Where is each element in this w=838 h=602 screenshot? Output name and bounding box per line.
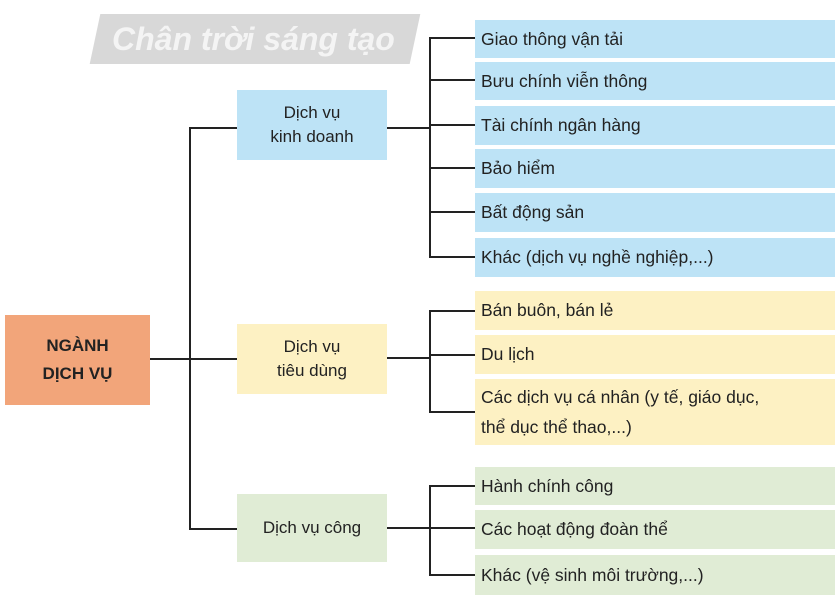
leaf-item: Các hoạt động đoàn thể [475, 510, 835, 549]
leaf-item: Hành chính công [475, 467, 835, 505]
branch-line [430, 310, 475, 312]
connector-vertical-2 [429, 485, 431, 576]
category-consumer-services: Dịch vụ tiêu dùng [237, 324, 387, 394]
category-public-services: Dịch vụ công [237, 494, 387, 562]
connector-out-2 [387, 527, 431, 529]
leaf-item: Khác (vệ sinh môi trường,...) [475, 555, 835, 595]
connector-out-1 [387, 357, 431, 359]
leaf-item: Các dịch vụ cá nhân (y tế, giáo dục, thể… [475, 379, 835, 445]
branch-line [430, 574, 475, 576]
connector-vertical-1 [429, 310, 431, 413]
connector-cat-0 [190, 127, 237, 129]
branch-line [430, 485, 475, 487]
connector-cat-1 [190, 358, 237, 360]
root-node: NGÀNH DỊCH VỤ [5, 315, 150, 405]
branch-line [430, 37, 475, 39]
branch-line [430, 527, 475, 529]
leaf-item: Khác (dịch vụ nghề nghiệp,...) [475, 238, 835, 277]
category-business-services: Dịch vụ kinh doanh [237, 90, 387, 160]
leaf-item: Du lịch [475, 335, 835, 374]
connector-main-vertical [189, 127, 191, 530]
leaf-item: Tài chính ngân hàng [475, 106, 835, 145]
leaf-item: Bưu chính viễn thông [475, 62, 835, 100]
connector-out-0 [387, 127, 431, 129]
branch-line [430, 124, 475, 126]
leaf-item: Bán buôn, bán lẻ [475, 291, 835, 330]
connector-cat-2 [190, 528, 237, 530]
branch-line [430, 411, 475, 413]
branch-line [430, 211, 475, 213]
branch-line [430, 79, 475, 81]
watermark-text: Chân trời sáng tạo [112, 21, 395, 57]
connector-vertical-0 [429, 37, 431, 258]
leaf-item: Bảo hiểm [475, 149, 835, 188]
connector-root [150, 358, 190, 360]
branch-line [430, 354, 475, 356]
leaf-item: Bất động sản [475, 193, 835, 232]
branch-line [430, 167, 475, 169]
leaf-item: Giao thông vận tải [475, 20, 835, 58]
branch-line [430, 256, 475, 258]
